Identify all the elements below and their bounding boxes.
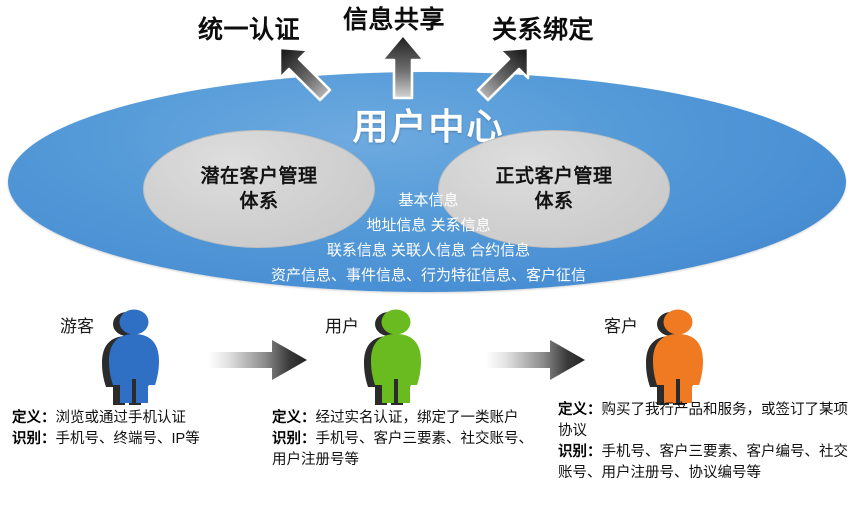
- definition-value: 经过实名认证，绑定了一类账户: [315, 410, 519, 426]
- persona-figure-user: [358, 305, 434, 405]
- definition-key: 定义：: [272, 410, 316, 426]
- arrow-up-icon: [378, 32, 428, 102]
- definition-row-user: 定义：经过实名认证，绑定了一类账户: [272, 408, 540, 429]
- persona-label-customer: 客户: [604, 317, 638, 336]
- potential-customer-management-node: 潜在客户管理 体系: [143, 130, 375, 248]
- node-line-1: 潜在客户管理: [200, 166, 318, 187]
- identify-row-user: 识别：手机号、客户三要素、社交账号、用户注册号等: [272, 429, 540, 471]
- arrow-right-icon: [486, 338, 586, 382]
- description-block-customer: 定义：购买了我行产品和服务，或签订了某项协议 识别：手机号、客户三要素、客户编号…: [558, 400, 850, 484]
- arrow-up-left-icon: [274, 44, 338, 102]
- page-title: 用户中心: [352, 106, 505, 147]
- identify-key: 识别：: [558, 444, 602, 460]
- identify-value: 手机号、客户三要素、客户编号、社交账号、用户注册号、协议编号等: [558, 444, 848, 481]
- info-line-basic: 基本信息: [398, 192, 459, 209]
- formal-customer-management-label: 正式客户管理 体系: [495, 164, 612, 214]
- identify-key: 识别：: [12, 431, 56, 447]
- persona-figure-customer: [640, 305, 716, 405]
- definition-row-customer: 定义：购买了我行产品和服务，或签订了某项协议: [558, 400, 850, 442]
- arrow-up-right-icon: [470, 44, 534, 102]
- info-line-address-relation: 地址信息 关系信息: [366, 217, 491, 234]
- identify-row-tourist: 识别：手机号、终端号、IP等: [12, 429, 262, 450]
- description-block-tourist: 定义：浏览或通过手机认证 识别：手机号、终端号、IP等: [12, 408, 262, 450]
- identify-value: 手机号、终端号、IP等: [55, 431, 200, 447]
- node-line-2: 体系: [239, 191, 279, 212]
- description-block-user: 定义：经过实名认证，绑定了一类账户 识别：手机号、客户三要素、社交账号、用户注册…: [272, 408, 540, 471]
- potential-customer-management-label: 潜在客户管理 体系: [200, 164, 317, 214]
- definition-value: 浏览或通过手机认证: [55, 410, 187, 426]
- identify-value: 手机号、客户三要素、社交账号、用户注册号等: [272, 431, 533, 468]
- node-line-2: 体系: [534, 191, 574, 212]
- definition-key: 定义：: [558, 402, 602, 418]
- callout-label-unified-auth: 统一认证: [198, 16, 301, 44]
- callout-label-info-sharing: 信息共享: [343, 6, 446, 34]
- node-line-1: 正式客户管理: [495, 166, 613, 187]
- identify-row-customer: 识别：手机号、客户三要素、客户编号、社交账号、用户注册号、协议编号等: [558, 442, 850, 484]
- persona-label-tourist: 游客: [60, 317, 94, 336]
- definition-row-tourist: 定义：浏览或通过手机认证: [12, 408, 262, 429]
- identify-key: 识别：: [272, 431, 316, 447]
- info-line-asset-event-behavior-credit: 资产信息、事件信息、行为特征信息、客户征信: [270, 267, 586, 284]
- definition-key: 定义：: [12, 410, 56, 426]
- definition-value: 购买了我行产品和服务，或签订了某项协议: [558, 402, 848, 439]
- info-line-contact-related-contract: 联系信息 关联人信息 合约信息: [326, 242, 531, 259]
- callout-label-relation-binding: 关系绑定: [492, 16, 595, 44]
- formal-customer-management-node: 正式客户管理 体系: [438, 130, 670, 248]
- persona-figure-tourist: [96, 305, 172, 405]
- arrow-right-icon: [208, 338, 308, 382]
- persona-label-user: 用户: [325, 317, 359, 336]
